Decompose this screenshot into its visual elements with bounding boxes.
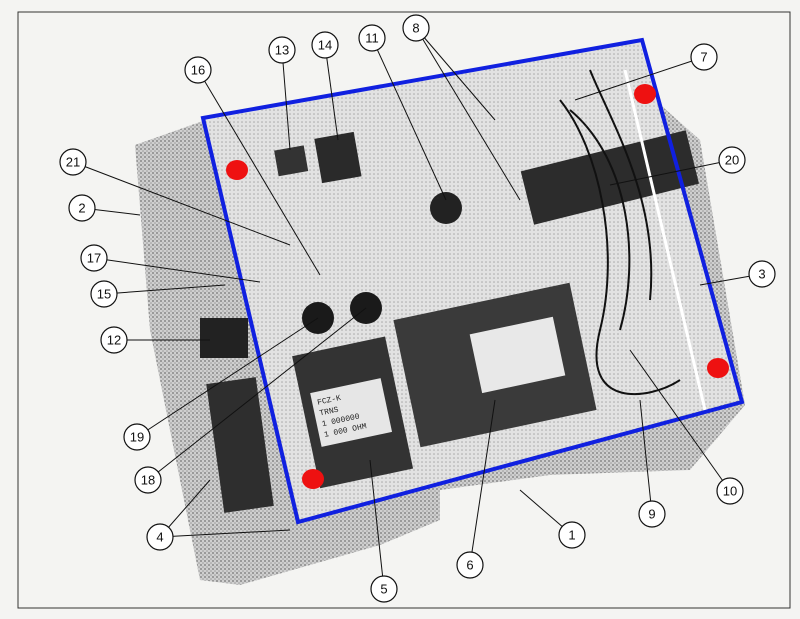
callout-circle xyxy=(456,551,484,579)
left-bracket-4 xyxy=(206,377,274,513)
leader-line xyxy=(147,307,367,481)
callout-label: 1 xyxy=(568,528,575,543)
leader-line xyxy=(159,529,291,538)
callout-14: 14 xyxy=(311,31,339,141)
callout-1: 1 xyxy=(519,489,586,549)
callout-4: 4 xyxy=(146,479,291,551)
callout-circle xyxy=(370,575,398,603)
callout-circle xyxy=(402,14,430,42)
callout-label: 14 xyxy=(318,38,332,53)
relay-13 xyxy=(274,145,309,177)
leader-line xyxy=(639,399,653,515)
callout-label: 5 xyxy=(380,582,387,597)
callout-circle xyxy=(134,466,162,494)
leader-line xyxy=(93,257,261,283)
component-12 xyxy=(200,318,248,358)
callout-21: 21 xyxy=(59,148,291,246)
callout-label: 13 xyxy=(275,43,289,58)
callout-5: 5 xyxy=(369,459,398,603)
leader-line xyxy=(609,159,733,186)
callout-label: 20 xyxy=(725,153,739,168)
callout-circle xyxy=(311,31,339,59)
red-marker-2 xyxy=(634,84,656,104)
callout-circle xyxy=(146,523,174,551)
transformer-5-label xyxy=(310,378,393,447)
wire-bar-3 xyxy=(623,69,707,411)
callout-9: 9 xyxy=(638,399,666,528)
callout-circle xyxy=(123,423,151,451)
callout-circle xyxy=(748,260,776,288)
callout-circle xyxy=(100,326,128,354)
leader-line xyxy=(371,37,447,201)
callout-12: 12 xyxy=(100,326,210,354)
callout-label: 8 xyxy=(412,21,419,36)
callout-17: 17 xyxy=(80,244,261,283)
callout-label: 6 xyxy=(466,558,473,573)
callout-circle xyxy=(716,477,744,505)
callout-7: 7 xyxy=(574,43,718,101)
callout-label: 21 xyxy=(66,155,80,170)
leader-line xyxy=(281,49,291,151)
callout-circle xyxy=(268,36,296,64)
wires xyxy=(559,69,681,395)
transformer-6-label xyxy=(469,316,566,394)
callout-circle xyxy=(59,148,87,176)
transformer-label-line: TRNS xyxy=(319,406,340,419)
callout-circle xyxy=(184,56,212,84)
board-outline xyxy=(200,37,745,525)
leader-line xyxy=(136,317,319,438)
callout-20: 20 xyxy=(609,146,746,186)
component-11 xyxy=(430,192,462,224)
callout-16: 16 xyxy=(184,56,321,276)
leader-line xyxy=(415,27,521,201)
callout-circle xyxy=(718,146,746,174)
callout-2: 2 xyxy=(68,194,141,222)
callout-label: 19 xyxy=(130,430,144,445)
leader-line xyxy=(103,284,226,295)
leader-line xyxy=(629,349,731,492)
callout-circle xyxy=(68,194,96,222)
callout-8: 8 xyxy=(402,14,521,201)
callout-label: 12 xyxy=(107,333,121,348)
leader-line xyxy=(197,69,321,276)
callout-15: 15 xyxy=(90,280,226,308)
callout-label: 9 xyxy=(648,507,655,522)
callout-circle xyxy=(80,244,108,272)
red-marker-4 xyxy=(302,469,324,489)
terminal-block-20 xyxy=(520,130,700,225)
callout-19: 19 xyxy=(123,317,319,451)
callout-label: 11 xyxy=(365,31,379,46)
callout-10: 10 xyxy=(629,349,744,505)
callout-3: 3 xyxy=(699,260,776,288)
callout-18: 18 xyxy=(134,307,367,494)
callout-label: 15 xyxy=(97,287,111,302)
callout-circle xyxy=(90,280,118,308)
red-marker-3 xyxy=(707,358,729,378)
leader-line xyxy=(369,459,385,590)
leader-line xyxy=(574,56,705,101)
callout-circle xyxy=(558,521,586,549)
figure-border xyxy=(17,11,791,609)
relay-14 xyxy=(314,131,362,184)
callout-label: 4 xyxy=(156,530,163,545)
leader-line xyxy=(72,161,291,246)
callout-6: 6 xyxy=(456,399,496,579)
red-marker-1 xyxy=(226,160,248,180)
callout-circle xyxy=(358,24,386,52)
leader-line xyxy=(469,399,496,566)
callout-11: 11 xyxy=(358,24,447,201)
callout-13: 13 xyxy=(268,36,296,151)
callout-label: 10 xyxy=(723,484,737,499)
callout-label: 7 xyxy=(700,50,707,65)
callout-label: 3 xyxy=(758,267,765,282)
callout-label: 17 xyxy=(87,251,101,266)
leader-line xyxy=(415,27,496,121)
leader-line xyxy=(324,44,339,141)
callout-label: 18 xyxy=(141,473,155,488)
callout-label: 16 xyxy=(191,63,205,78)
callout-label: 2 xyxy=(78,201,85,216)
callout-circle xyxy=(690,43,718,71)
callout-circle xyxy=(638,500,666,528)
